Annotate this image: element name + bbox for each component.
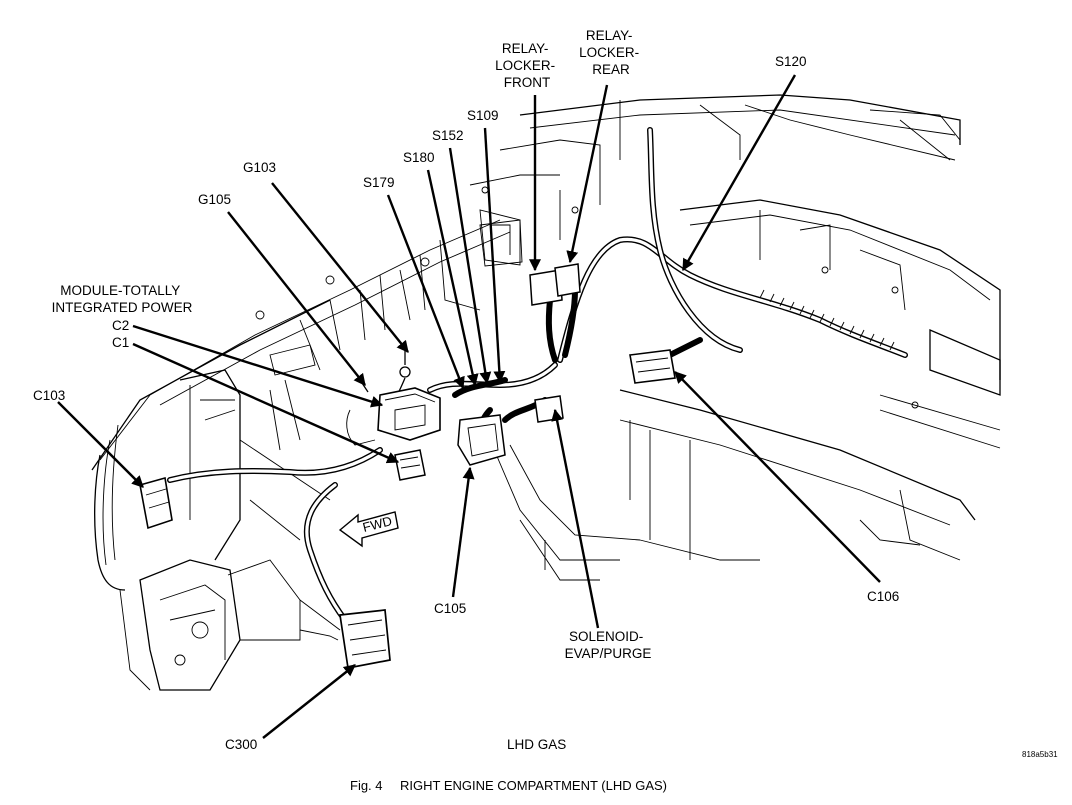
label-s179: S179 [363, 175, 395, 190]
leader-c2 [132, 324, 384, 408]
label-c2: C2 [112, 318, 129, 333]
caption-fig-number: Fig. 4 [350, 778, 383, 793]
callout-labels: RELAY- LOCKER- FRONT RELAY- LOCKER- REAR… [33, 28, 1058, 759]
leader-g103 [271, 182, 409, 353]
tipm-module [346, 387, 441, 446]
leader-s179 [386, 194, 465, 390]
leader-c105 [451, 466, 475, 598]
leader-relay-rear [566, 84, 609, 264]
leader-solenoid [551, 408, 600, 629]
label-module-tipm: MODULE-TOTALLY INTEGRATED POWER [52, 283, 193, 315]
label-s152: S152 [432, 128, 464, 143]
components [139, 219, 676, 670]
leader-c106 [674, 371, 881, 583]
leader-s180 [426, 169, 479, 387]
vehicle-body-lineart [91, 94, 1001, 691]
image-code: 818a5b31 [1022, 750, 1058, 759]
fwd-arrow-icon: FWD [338, 511, 399, 548]
leader-s109 [483, 127, 506, 384]
label-s120: S120 [775, 54, 807, 69]
label-relay-locker-rear: RELAY- LOCKER- REAR [579, 28, 643, 77]
caption-title: RIGHT ENGINE COMPARTMENT (LHD GAS) [400, 778, 667, 793]
leader-g105 [227, 211, 366, 386]
label-c103: C103 [33, 388, 65, 403]
figure-caption: Fig. 4 RIGHT ENGINE COMPARTMENT (LHD GAS… [350, 778, 667, 793]
leader-c1 [132, 342, 400, 464]
label-c300: C300 [225, 737, 257, 752]
label-relay-locker-front: RELAY- LOCKER- FRONT [495, 41, 559, 90]
leader-c300 [262, 664, 356, 739]
label-solenoid-evap-purge: SOLENOID- EVAP/PURGE [565, 629, 652, 661]
leader-c103 [57, 401, 144, 488]
label-g103: G103 [243, 160, 276, 175]
label-c106: C106 [867, 589, 899, 604]
label-lhd-gas: LHD GAS [507, 737, 566, 752]
label-c105: C105 [434, 601, 466, 616]
wiring-harness [167, 127, 908, 623]
leader-lines [57, 74, 881, 739]
label-c1: C1 [112, 335, 129, 350]
fwd-label: FWD [361, 513, 393, 535]
leader-s120 [681, 74, 797, 272]
label-g105: G105 [198, 192, 231, 207]
label-s109: S109 [467, 108, 499, 123]
leader-s152 [448, 147, 492, 385]
label-s180: S180 [403, 150, 435, 165]
